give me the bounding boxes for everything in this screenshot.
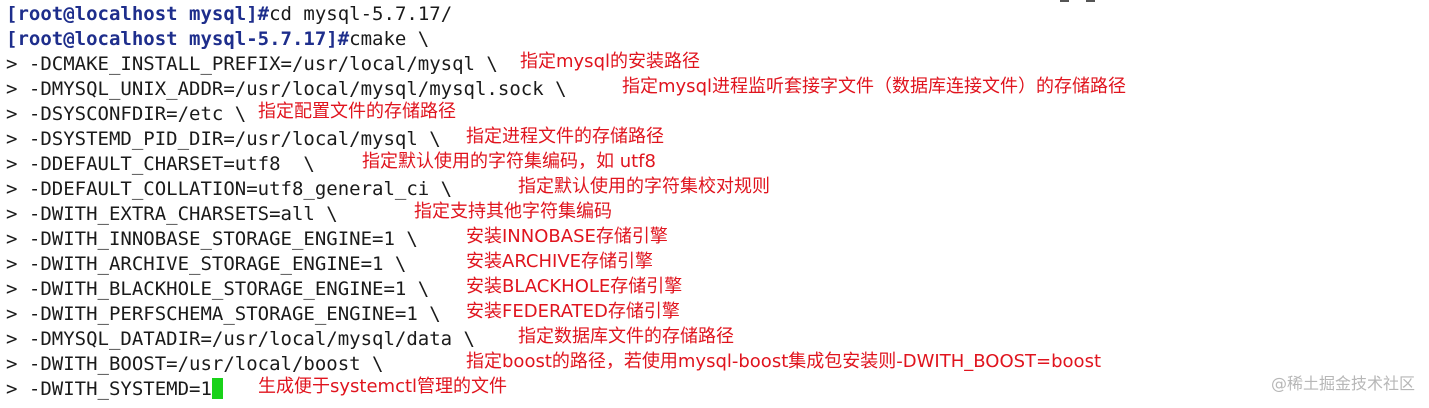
terminal-line: > -DWITH_ARCHIVE_STORAGE_ENGINE=1 \ — [6, 252, 406, 277]
terminal-line: > -DDEFAULT_COLLATION=utf8_general_ci \ — [6, 177, 452, 202]
command-text: > -DWITH_BLACKHOLE_STORAGE_ENGINE=1 \ — [6, 278, 430, 300]
command-text: > -DWITH_EXTRA_CHARSETS=all \ — [6, 203, 338, 225]
command-text: > -DMYSQL_UNIX_ADDR=/usr/local/mysql/mys… — [6, 78, 567, 100]
annotation-note: 指定数据库文件的存储路径 — [518, 326, 734, 347]
annotation-note: 指定boost的路径，若使用mysql-boost集成包安装则-DWITH_BO… — [466, 351, 1102, 372]
command-text: > -DMYSQL_DATADIR=/usr/local/mysql/data … — [6, 328, 475, 350]
terminal-line: [root@localhost mysql-5.7.17]#cmake \ — [6, 27, 429, 52]
shell-prompt: [root@localhost mysql-5.7.17]# — [6, 28, 350, 50]
command-text: > -DWITH_ARCHIVE_STORAGE_ENGINE=1 \ — [6, 253, 407, 275]
annotation-note: 安装FEDERATED存储引擎 — [466, 301, 680, 322]
command-text: > -DSYSCONFDIR=/etc \ — [6, 103, 247, 125]
terminal-line: > -DMYSQL_DATADIR=/usr/local/mysql/data … — [6, 327, 475, 352]
terminal-line[interactable]: > -DWITH_SYSTEMD=1 — [6, 377, 223, 402]
terminal-line: [root@localhost mysql]#cd mysql-5.7.17/ — [6, 2, 452, 27]
command-text: > -DWITH_PERFSCHEMA_STORAGE_ENGINE=1 \ — [6, 303, 441, 325]
command-text: > -DDEFAULT_CHARSET=utf8 \ — [6, 153, 315, 175]
text-cursor — [211, 378, 223, 399]
window-minimize-mark — [1060, 0, 1100, 2]
terminal-line: > -DWITH_PERFSCHEMA_STORAGE_ENGINE=1 \ — [6, 302, 441, 327]
watermark: @稀土掘金技术社区 — [1270, 374, 1415, 393]
terminal-line: > -DSYSTEMD_PID_DIR=/usr/local/mysql \ — [6, 127, 441, 152]
terminal-line: > -DMYSQL_UNIX_ADDR=/usr/local/mysql/mys… — [6, 77, 567, 102]
command-text: > -DSYSTEMD_PID_DIR=/usr/local/mysql \ — [6, 128, 441, 150]
command-text: > -DDEFAULT_COLLATION=utf8_general_ci \ — [6, 178, 453, 200]
terminal-line: > -DWITH_BOOST=/usr/local/boost \ — [6, 352, 384, 377]
annotation-note: 安装ARCHIVE存储引擎 — [466, 251, 654, 272]
terminal-line: > -DWITH_BLACKHOLE_STORAGE_ENGINE=1 \ — [6, 277, 429, 302]
annotation-note: 安装INNOBASE存储引擎 — [466, 226, 668, 247]
annotation-note: 指定默认使用的字符集编码，如 utf8 — [362, 151, 656, 172]
annotation-note: 指定支持其他字符集编码 — [414, 201, 612, 222]
command-text: > -DCMAKE_INSTALL_PREFIX=/usr/local/mysq… — [6, 53, 498, 75]
command-text: cd mysql-5.7.17/ — [269, 3, 453, 25]
annotation-note: 指定mysql的安装路径 — [520, 51, 700, 72]
annotation-note: 指定进程文件的存储路径 — [466, 126, 664, 147]
command-text: > -DWITH_BOOST=/usr/local/boost \ — [6, 353, 384, 375]
terminal-line: > -DSYSCONFDIR=/etc \ — [6, 102, 246, 127]
terminal-line: > -DWITH_EXTRA_CHARSETS=all \ — [6, 202, 338, 227]
shell-prompt: [root@localhost mysql]# — [6, 3, 270, 25]
annotation-note: 安装BLACKHOLE存储引擎 — [466, 276, 683, 297]
annotation-note: 指定配置文件的存储路径 — [258, 101, 456, 122]
terminal-line: > -DWITH_INNOBASE_STORAGE_ENGINE=1 \ — [6, 227, 418, 252]
annotation-note: 生成便于systemctl管理的文件 — [258, 376, 508, 397]
terminal-line: > -DDEFAULT_CHARSET=utf8 \ — [6, 152, 315, 177]
terminal-line: > -DCMAKE_INSTALL_PREFIX=/usr/local/mysq… — [6, 52, 498, 77]
command-text: cmake \ — [349, 28, 430, 50]
command-text: > -DWITH_INNOBASE_STORAGE_ENGINE=1 \ — [6, 228, 418, 250]
annotation-note: 指定默认使用的字符集校对规则 — [518, 176, 770, 197]
annotation-note: 指定mysql进程监听套接字文件（数据库连接文件）的存储路径 — [622, 76, 1126, 97]
command-input-text: > -DWITH_SYSTEMD=1 — [6, 378, 212, 400]
